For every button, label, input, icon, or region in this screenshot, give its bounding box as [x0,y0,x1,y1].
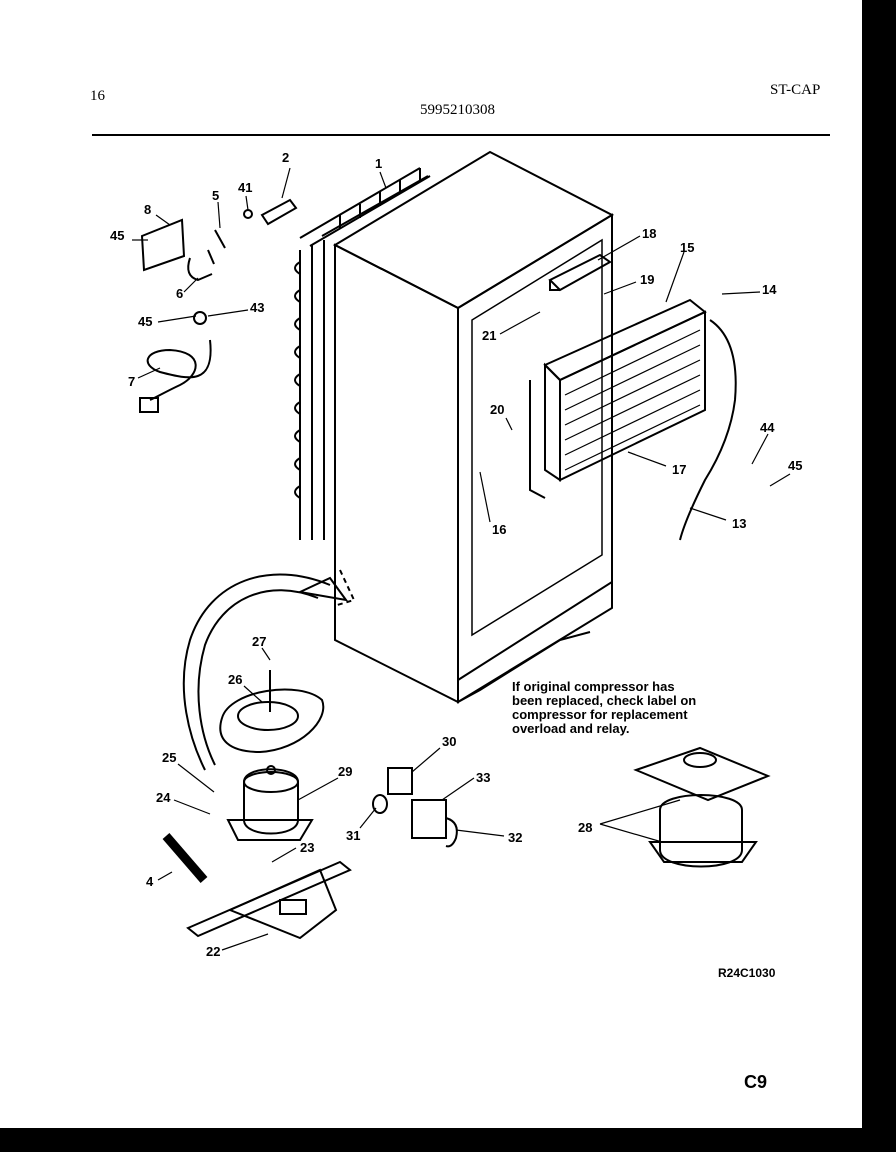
callout-28: 28 [578,820,592,835]
callout-41: 41 [238,180,252,195]
part-number: 5995210308 [420,102,495,118]
callout-26: 26 [228,672,242,687]
callout-15: 15 [680,240,694,255]
header-rule [92,134,830,136]
callout-29: 29 [338,764,352,779]
bracket [548,253,612,292]
evaporator [529,298,737,541]
page-number: 16 [90,88,105,104]
callout-23: 23 [300,840,314,855]
callout-33: 33 [476,770,490,785]
scan-border-right [862,0,896,1152]
callout-24: 24 [156,790,171,805]
callout-45-c: 45 [788,458,802,473]
callout-8: 8 [144,202,151,217]
callout-22: 22 [206,944,220,959]
callout-20: 20 [490,402,504,417]
page-code: C9 [744,1072,768,1092]
callout-43: 43 [250,300,264,315]
note-line: If original compressor has [512,679,675,694]
compressor-note: If original compressor has been replaced… [512,680,752,736]
callout-19: 19 [640,272,654,287]
note-line: been replaced, check label on [512,693,697,708]
service-compressor [633,746,771,868]
callout-4: 4 [146,874,154,889]
power-cord [139,339,212,413]
callout-5: 5 [212,188,219,203]
callout-1: 1 [375,156,382,171]
callout-30: 30 [442,734,456,749]
drawing-code: R24C1030 [718,966,776,980]
callout-44: 44 [760,420,775,435]
leader-lines [132,167,791,951]
callout-32: 32 [508,830,522,845]
callout-17: 17 [672,462,686,477]
callout-31: 31 [346,828,360,843]
compressor [226,765,314,841]
callout-18: 18 [642,226,656,241]
callout-6: 6 [176,286,183,301]
condenser-coil [294,167,431,540]
relay-overload [372,767,458,848]
model-code: ST-CAP [770,82,821,98]
base-rail [186,860,352,940]
small-parts [140,198,298,325]
callout-45-b: 45 [138,314,152,329]
callout-25: 25 [162,750,176,765]
callout-2: 2 [282,150,289,165]
note-line: compressor for replacement [512,707,688,722]
callout-27: 27 [252,634,266,649]
callout-labels: 1 2 41 5 8 45 6 43 45 7 18 15 19 14 21 2… [110,150,802,959]
drier [162,833,208,883]
callout-45-a: 45 [110,228,124,243]
hose-arrow [182,569,356,771]
scan-border-bottom [0,1128,896,1152]
callout-7: 7 [128,374,135,389]
drain-pan [219,670,325,754]
callout-21: 21 [482,328,496,343]
callout-14: 14 [762,282,777,297]
note-line: overload and relay. [512,721,630,736]
cabinet [332,150,615,704]
callout-16: 16 [492,522,506,537]
callout-13: 13 [732,516,746,531]
